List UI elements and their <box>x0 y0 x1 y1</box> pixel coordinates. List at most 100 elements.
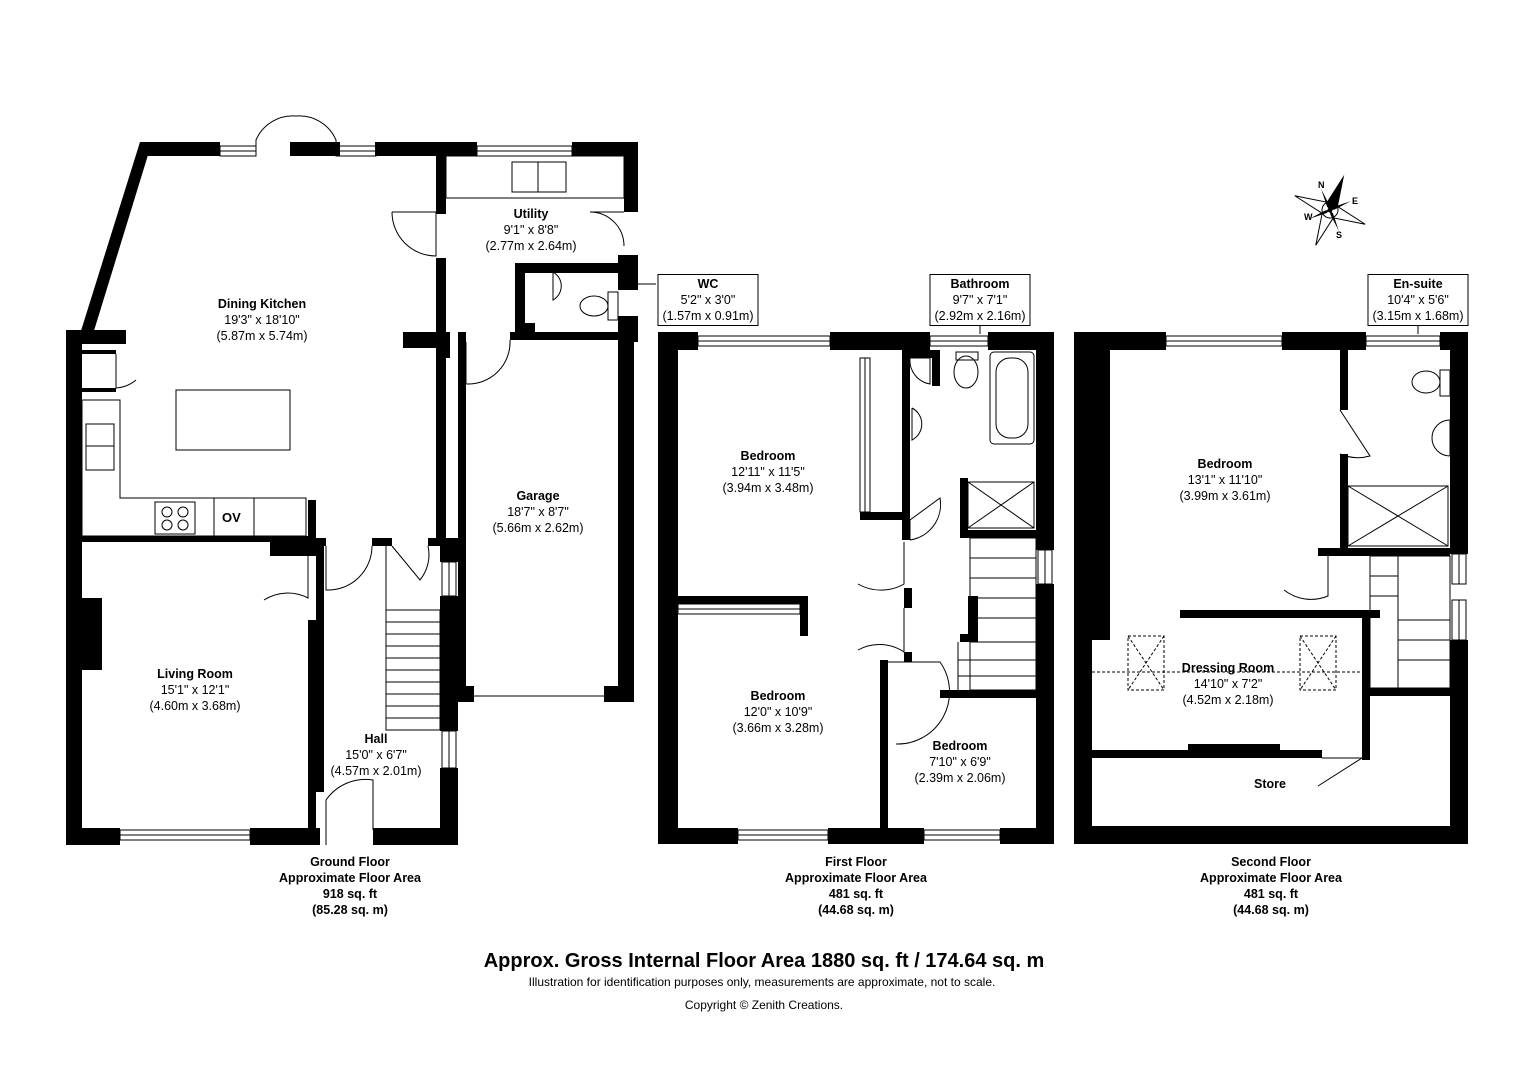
wall <box>403 332 450 348</box>
wall <box>66 330 82 845</box>
floor-area-sqm: (44.68 sq. m) <box>1233 903 1309 917</box>
wall <box>1000 828 1054 844</box>
wall <box>658 332 678 844</box>
wall <box>436 156 446 214</box>
room-size-imperial: 19'3" x 18'10" <box>224 313 300 327</box>
wall <box>904 652 912 662</box>
room-size-metric: (5.66m x 2.62m) <box>492 521 584 535</box>
floor-caption: Approximate Floor Area <box>785 871 927 885</box>
room-name: Dressing Room <box>1181 661 1275 675</box>
wall <box>1282 332 1366 350</box>
oven-label: OV <box>222 510 241 525</box>
wall <box>66 330 126 344</box>
ground-floor-summary: Ground Floor Approximate Floor Area 918 … <box>279 854 421 918</box>
floor-area-sqm: (85.28 sq. m) <box>312 903 388 917</box>
first-floor-summary: First Floor Approximate Floor Area 481 s… <box>785 854 927 918</box>
wall <box>458 332 466 702</box>
room-size-imperial: 10'4" x 5'6" <box>1387 293 1449 307</box>
wall <box>860 512 910 520</box>
wall <box>968 596 978 636</box>
wall <box>828 828 924 844</box>
wall <box>80 350 116 354</box>
room-name: WC <box>697 277 719 291</box>
room-name: Bedroom <box>750 689 806 703</box>
room-name: En-suite <box>1393 277 1443 291</box>
compass-rose-icon <box>1294 174 1366 246</box>
room-name: Store <box>1254 777 1286 791</box>
wall <box>1036 584 1054 844</box>
wall <box>960 634 978 642</box>
room-size-metric: (5.87m x 5.74m) <box>216 329 308 343</box>
compass-letter-w: W <box>1304 212 1313 222</box>
room-name: Garage <box>516 489 560 503</box>
room-size-metric: (4.57m x 2.01m) <box>330 764 422 778</box>
wall <box>910 350 940 358</box>
wall <box>904 588 912 608</box>
room-size-metric: (4.52m x 2.18m) <box>1182 693 1274 707</box>
room-size-metric: (2.92m x 2.16m) <box>934 309 1026 323</box>
room-size-imperial: 13'1" x 11'10" <box>1187 473 1263 487</box>
room-size-imperial: 7'10" x 6'9" <box>929 755 991 769</box>
wall <box>308 620 316 845</box>
wall <box>250 828 320 845</box>
floor-area-sqm: (44.68 sq. m) <box>818 903 894 917</box>
wall <box>1092 350 1110 640</box>
chimney-breast <box>80 598 102 670</box>
room-size-imperial: 18'7" x 8'7" <box>507 505 569 519</box>
wall <box>624 142 638 212</box>
room-label-utility: Utility 9'1" x 8'8" (2.77m x 2.64m) <box>485 206 576 254</box>
wall <box>140 142 220 156</box>
wall <box>1188 744 1280 752</box>
wall <box>1180 610 1380 618</box>
room-size-metric: (2.39m x 2.06m) <box>914 771 1006 785</box>
room-size-imperial: 15'0" x 6'7" <box>345 748 407 762</box>
second-floor-fixtures <box>1092 335 1467 787</box>
room-name: Utility <box>513 207 549 221</box>
room-size-metric: (3.94m x 3.48m) <box>722 481 814 495</box>
wall <box>1092 750 1322 758</box>
room-label-store: Store <box>1254 776 1286 792</box>
floor-name: First Floor <box>825 855 887 869</box>
room-size-metric: (2.77m x 2.64m) <box>485 239 577 253</box>
floor-area-sqft: 918 sq. ft <box>322 887 378 901</box>
wall <box>80 388 116 392</box>
room-size-metric: (4.60m x 3.68m) <box>149 699 241 713</box>
room-name: Dining Kitchen <box>217 297 307 311</box>
wall <box>316 542 324 792</box>
room-size-imperial: 12'0" x 10'9" <box>743 705 813 719</box>
wall <box>80 536 310 542</box>
wall <box>515 323 535 333</box>
room-name: Living Room <box>157 667 233 681</box>
room-size-imperial: 12'11" x 11'5" <box>731 465 805 479</box>
room-name: Bedroom <box>1197 457 1253 471</box>
wall <box>932 350 940 386</box>
room-label-hall: Hall 15'0" x 6'7" (4.57m x 2.01m) <box>330 731 421 779</box>
room-label-garage: Garage 18'7" x 8'7" (5.66m x 2.62m) <box>492 488 583 536</box>
wall <box>880 660 888 828</box>
wall <box>290 142 340 156</box>
wall <box>440 596 458 731</box>
wall <box>604 686 634 702</box>
second-floor-summary: Second Floor Approximate Floor Area 481 … <box>1200 854 1342 918</box>
room-label-dining-kitchen: Dining Kitchen 19'3" x 18'10" (5.87m x 5… <box>216 296 307 344</box>
wall <box>1318 548 1450 556</box>
room-size-metric: (3.15m x 1.68m) <box>1372 309 1464 323</box>
wall <box>572 142 638 156</box>
wall <box>436 348 446 538</box>
room-size-imperial: 14'10" x 7'2" <box>1193 677 1263 691</box>
floor-name: Ground Floor <box>310 855 390 869</box>
wall <box>66 828 120 845</box>
wall <box>440 538 458 562</box>
wall <box>1074 826 1468 844</box>
wall <box>658 828 738 844</box>
room-label-bathroom: Bathroom 9'7" x 7'1" (2.92m x 2.16m) <box>929 274 1031 326</box>
room-label-en-suite: En-suite 10'4" x 5'6" (3.15m x 1.68m) <box>1367 274 1469 326</box>
wall <box>515 263 525 333</box>
ground-floor-fixtures <box>81 115 625 845</box>
second-floor-plan <box>1074 332 1468 844</box>
wall <box>1074 332 1166 350</box>
wall <box>436 258 446 348</box>
compass-letter-e: E <box>1352 196 1359 206</box>
wall <box>1450 640 1468 844</box>
